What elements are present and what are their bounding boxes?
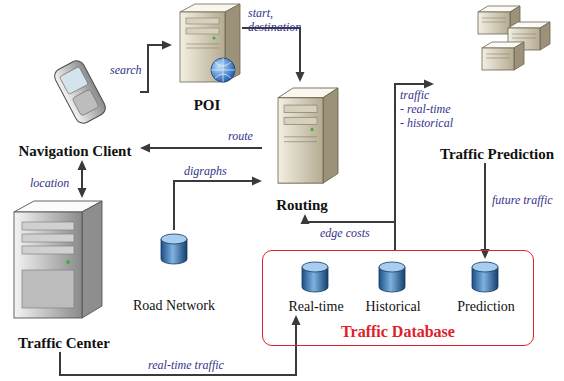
database-cylinder: Prediction — [453, 259, 519, 315]
node-label: Traffic Prediction — [440, 146, 554, 163]
database-cylinder: Real-time — [283, 259, 349, 315]
arrow-head — [292, 315, 301, 325]
connector — [481, 163, 490, 259]
database-group: Traffic Database Real-time Historical Predi… — [262, 250, 534, 346]
node-label: Road Network — [133, 297, 215, 314]
node-label: Traffic Center — [18, 335, 110, 352]
connector-line — [242, 28, 300, 72]
arrow-head — [78, 188, 87, 198]
connector-line — [140, 45, 162, 92]
server-cluster: Traffic Prediction — [434, 3, 560, 163]
server-node: Traffic Center — [8, 198, 120, 352]
edge-label: - real-time — [400, 102, 451, 116]
connector-line — [150, 147, 262, 149]
node-label: Routing — [276, 197, 328, 214]
arrow-head — [424, 80, 434, 89]
edge-label: traffic — [400, 88, 429, 102]
arrow-head — [296, 72, 305, 82]
database-cylinder: Historical — [357, 259, 429, 315]
arrow-head — [78, 160, 87, 170]
connector-line — [305, 222, 395, 250]
node-label: Navigation Client — [19, 143, 132, 160]
edge-label: route — [228, 129, 253, 143]
arrow-head — [252, 177, 262, 186]
edge-label: digraphs — [184, 164, 227, 178]
node-label: Real-time — [288, 298, 343, 315]
edge-label: location — [30, 176, 69, 190]
node-label: Prediction — [457, 298, 515, 315]
connector-line — [174, 181, 252, 230]
edge-label: edge costs — [320, 226, 370, 240]
connector — [78, 160, 87, 198]
edge-label: search — [110, 63, 142, 77]
edge-label: - historical — [400, 116, 453, 130]
connector — [242, 28, 305, 82]
node-label: POI — [194, 97, 221, 114]
arrow-head — [162, 41, 172, 50]
server-node: POI — [172, 2, 242, 114]
edge-label: future traffic — [492, 193, 553, 207]
connector — [140, 41, 172, 93]
node-label: Historical — [365, 298, 420, 315]
connector — [301, 214, 396, 250]
connector-line — [81, 170, 83, 188]
arrow-head — [301, 214, 310, 224]
server-node: Routing — [262, 82, 342, 214]
connector — [174, 177, 262, 231]
connector-line — [484, 163, 486, 249]
database-cylinder: Road Network — [128, 230, 220, 314]
arrow-head — [140, 144, 150, 153]
connector — [140, 144, 262, 153]
edge-label: start, destination — [248, 6, 318, 34]
node-label: Traffic Database — [341, 323, 455, 340]
edge-label: real-time traffic — [148, 358, 224, 372]
